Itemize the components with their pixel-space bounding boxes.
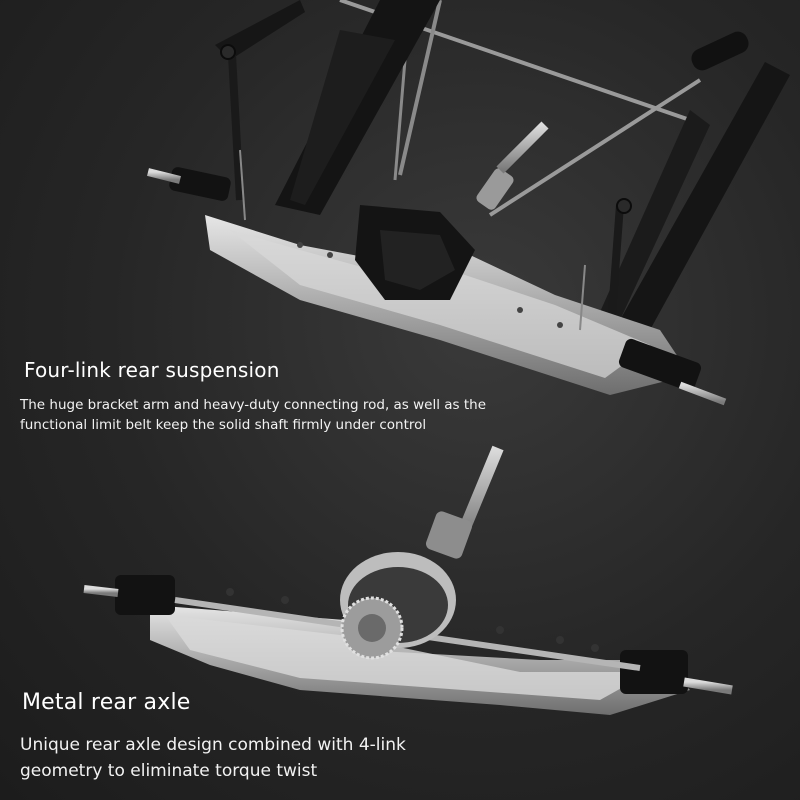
section-title-axle: Metal rear axle: [22, 690, 191, 715]
four-link-suspension-image: [147, 0, 790, 406]
section-title-suspension: Four-link rear suspension: [24, 358, 280, 382]
section-description-axle: Unique rear axle design combined with 4-…: [20, 735, 406, 781]
metal-rear-axle-image: [83, 445, 733, 715]
section-description-suspension: The huge bracket arm and heavy-duty conn…: [20, 397, 487, 433]
